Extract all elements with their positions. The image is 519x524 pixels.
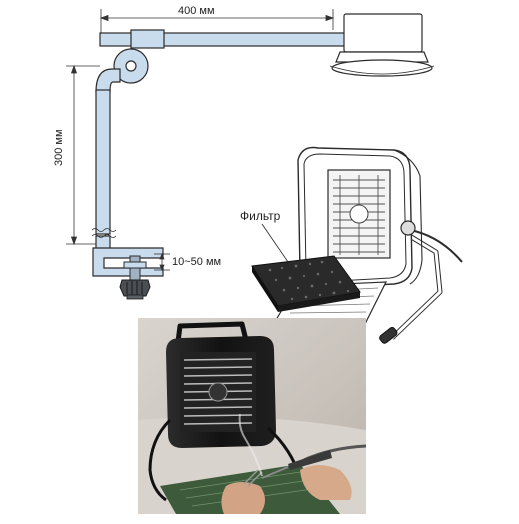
fan-side-knob xyxy=(400,220,416,236)
clamp-range-label: 10~50 мм xyxy=(172,256,222,268)
arm-stand-drawing xyxy=(66,9,435,300)
break-mark xyxy=(91,228,117,238)
vertical-arm xyxy=(95,89,111,235)
photo-soldering-iron xyxy=(288,450,332,470)
filter-texture xyxy=(268,260,350,301)
power-cable xyxy=(409,229,463,263)
clamp-knob xyxy=(119,279,151,297)
clamp-knob-base xyxy=(126,294,144,300)
fan-hub xyxy=(349,204,369,224)
photo-fan-handle xyxy=(175,321,249,343)
arm-length-label: 400 мм xyxy=(178,5,215,17)
filter-leader-line xyxy=(261,223,289,263)
pivot-block xyxy=(130,29,165,49)
photo-hand-right xyxy=(300,465,352,500)
dimension-line-400 xyxy=(99,9,335,34)
filter-label: Фильтр xyxy=(240,209,281,223)
fan-stand-foot xyxy=(379,327,398,344)
photo-fan-hub xyxy=(208,382,228,402)
dimension-line-clamp xyxy=(154,252,170,272)
dimension-line-300 xyxy=(66,64,100,246)
elbow-joint xyxy=(95,68,121,93)
desk-clamp xyxy=(92,247,164,277)
fan-grille xyxy=(333,175,385,255)
pivot-hinge-center xyxy=(125,60,137,72)
clamp-pad xyxy=(123,261,147,269)
mini-fan-sketch xyxy=(329,13,435,77)
photo-hand-left xyxy=(221,482,265,514)
fan-filter-sketch xyxy=(251,146,463,344)
photo-stand-wire xyxy=(148,418,172,502)
arm-height-label: 300 мм xyxy=(53,129,65,166)
usage-photo xyxy=(138,318,366,514)
clamp-knob-ridges xyxy=(126,281,143,295)
